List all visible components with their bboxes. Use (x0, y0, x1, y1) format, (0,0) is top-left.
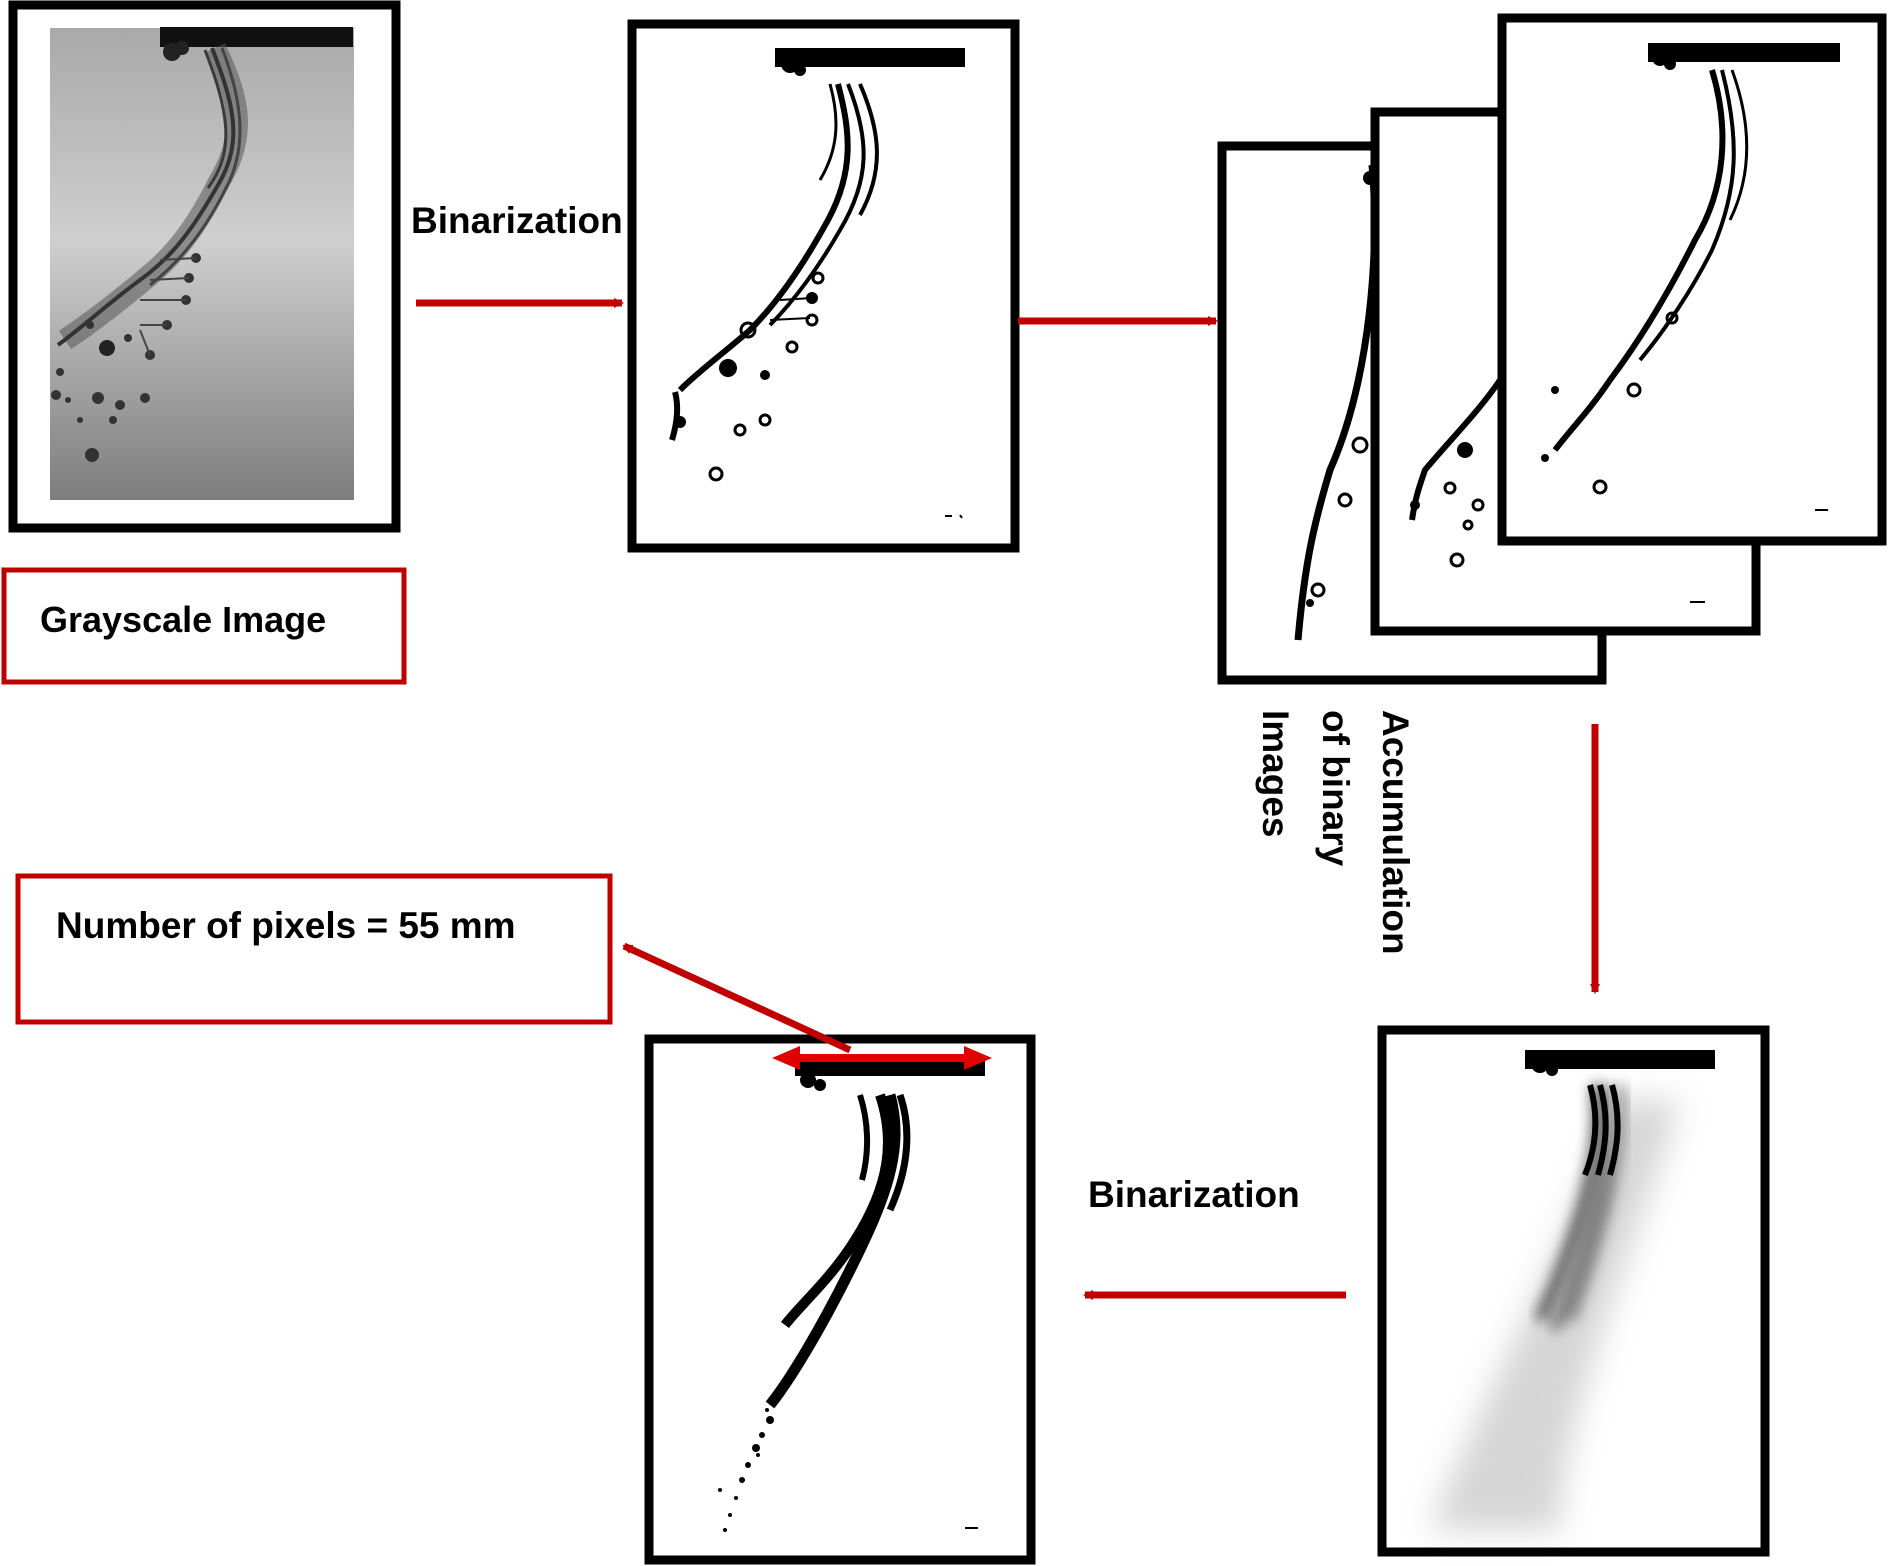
accumulation-label: Accumulation of binary Images (1255, 710, 1416, 965)
accumulated-image-panel (1377, 1025, 1770, 1557)
measurement-label-box: Number of pixels = 55 mm (15, 873, 613, 1025)
accumulation-line-2: of binary (1315, 710, 1356, 867)
accumulated-spray (1430, 1050, 1715, 1530)
binarization-label-1: Binarization (411, 200, 623, 241)
stack-frame-front-spray (1541, 43, 1840, 511)
grayscale-label: Grayscale Image (40, 599, 326, 640)
measurement-label: Number of pixels = 55 mm (56, 905, 516, 946)
arrow-to-measurement (622, 942, 852, 1054)
binary-image-panel (627, 19, 1020, 553)
accumulation-line-1: Accumulation (1375, 710, 1416, 955)
svg-text:Accumulation of binary: Accumulation of binary Images (1255, 710, 1416, 965)
grayscale-label-box: Grayscale Image (1, 567, 407, 685)
final-binary-panel (644, 1034, 1036, 1565)
stack-frame-middle-spray (1409, 378, 1705, 603)
binary-image-stack (1217, 13, 1887, 685)
grayscale-image-panel (8, 0, 401, 533)
accumulation-line-3: Images (1255, 710, 1296, 838)
binary-spray (669, 48, 965, 519)
width-measurement-arrow (772, 1046, 992, 1070)
spray-photo (51, 27, 353, 462)
binarization-label-2: Binarization (1088, 1174, 1300, 1215)
